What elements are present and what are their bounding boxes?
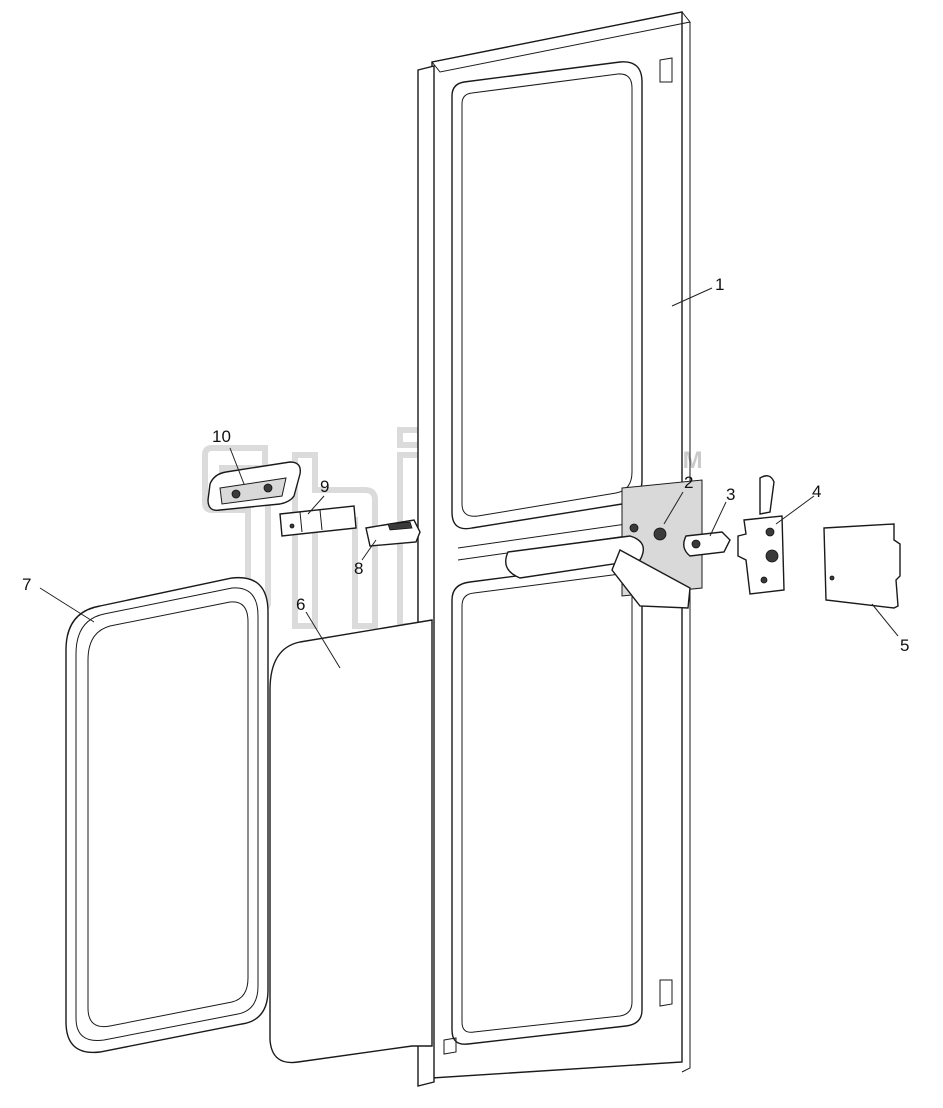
callout-4: 4 bbox=[812, 482, 821, 501]
part-4-lock-mechanism bbox=[737, 475, 785, 595]
callout-10: 10 bbox=[212, 427, 231, 446]
callout-9: 9 bbox=[320, 477, 329, 496]
part-9-bracket bbox=[279, 505, 357, 537]
part-3-latch-pin bbox=[683, 531, 731, 557]
part-7-window-seal bbox=[65, 576, 269, 1054]
callout-leaders bbox=[39, 287, 899, 669]
callout-2: 2 bbox=[684, 473, 693, 492]
callout-5: 5 bbox=[900, 636, 909, 655]
callout-8: 8 bbox=[354, 559, 363, 578]
part-6-glass-pane bbox=[269, 619, 433, 1064]
part-5-cover-plate bbox=[823, 523, 901, 609]
part-8-clip bbox=[365, 519, 421, 547]
callout-3: 3 bbox=[726, 485, 735, 504]
callout-6: 6 bbox=[296, 595, 305, 614]
part-10-handle bbox=[207, 461, 301, 511]
callout-1: 1 bbox=[715, 275, 724, 294]
callout-labels: 1 2 3 4 5 6 7 8 9 10 bbox=[22, 275, 909, 655]
part-1-door-frame bbox=[417, 11, 703, 1087]
callout-7: 7 bbox=[22, 575, 31, 594]
